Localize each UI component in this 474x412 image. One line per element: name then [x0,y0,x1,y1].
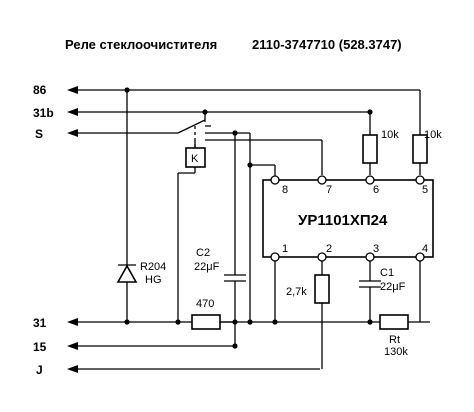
terminal-s-label: S [35,127,43,141]
pin-6 [365,175,375,185]
c2-ref: C2 [196,247,210,259]
diode-ref: R204 [140,261,166,273]
chip: УР1101ХП24 8 7 6 5 1 2 3 4 [262,175,434,262]
pin-5-label: 5 [422,184,428,196]
resistor-10k-left: 10k [362,109,399,175]
pin-7-label: 7 [326,184,332,196]
diode-type: HG [145,274,162,286]
pin-5 [415,175,425,185]
rt-ref: Rt [389,334,400,346]
pin-1 [270,252,280,262]
relay-coil-label: K [191,153,199,165]
resistor-470: 470 [191,298,235,330]
rt-value: 130k [384,346,408,358]
pin8-wire [247,162,276,176]
capacitor-c2: C2 22μF [194,130,246,346]
resistor-rt: Rt 130k [379,261,421,358]
pin-2-label: 2 [326,243,332,255]
resistor-470-label: 470 [196,298,214,310]
part-number: 2110-3747710 (528.3747) [252,37,402,52]
pin-1-label: 1 [282,243,288,255]
resistor-10k-right: 10k [412,90,442,175]
relay-switch [177,109,251,322]
capacitor-c1: C1 22μF [359,261,406,322]
chip-label: УР1101ХП24 [298,212,388,229]
relay-coil: K [177,140,206,322]
c2-value: 22μF [194,261,220,273]
resistor-2k7: 2,7k [286,261,330,369]
pin-4 [415,252,425,262]
pin-3-label: 3 [373,243,379,255]
resistor-10k-right-label: 10k [424,129,442,141]
terminal-31-label: 31 [33,316,47,330]
pin-8-label: 8 [282,184,288,196]
coil-to-pin7-wire [205,139,323,175]
c1-value: 22μF [380,281,406,293]
pin-7 [317,175,327,185]
terminal-j-label: J [36,363,43,377]
terminal-31b-label: 31b [33,106,54,120]
pin-8 [270,175,280,185]
diagram-title: Реле стеклоочистителя [65,37,217,52]
junction-dots [124,319,373,349]
terminal-15-label: 15 [33,340,47,354]
pin-3 [365,252,375,262]
c1-ref: C1 [380,267,394,279]
pin-6-label: 6 [373,184,379,196]
pin-2 [317,252,327,262]
resistor-2k7-label: 2,7k [286,286,307,298]
diode: R204 HG [116,87,166,322]
terminal-86-label: 86 [33,83,47,97]
resistor-10k-left-label: 10k [381,129,399,141]
pin-4-label: 4 [422,243,428,255]
